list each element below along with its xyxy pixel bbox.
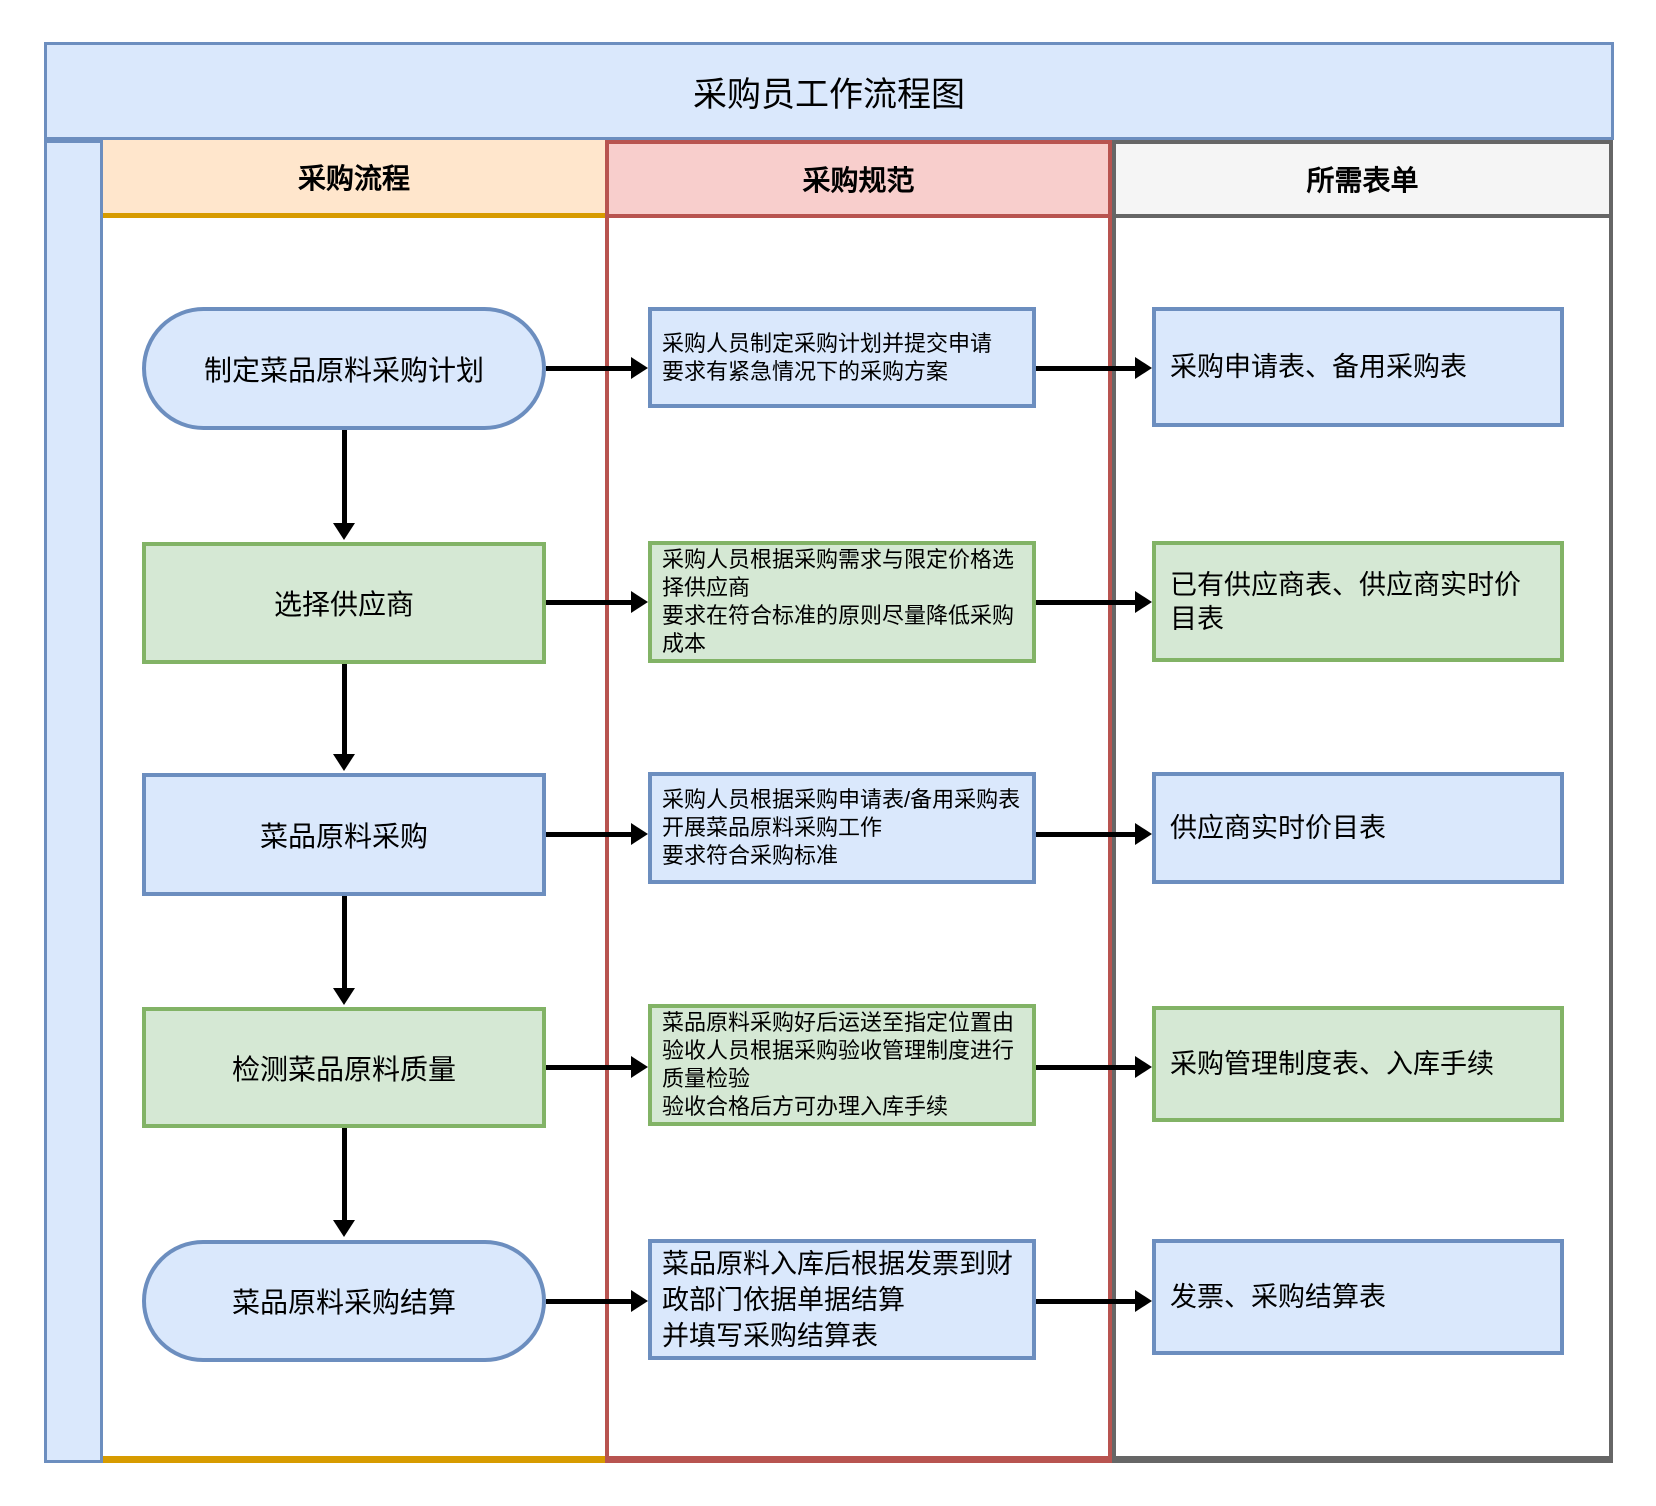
arrow-process1-to-spec1 [546,357,648,379]
spec-box-row1: 采购人员制定采购计划并提交申请 要求有紧急情况下的采购方案 [648,307,1036,408]
form-box-row4: 采购管理制度表、入库手续 [1152,1006,1564,1122]
arrow-row1-to-row2 [333,430,355,540]
lane-header-spec-label: 采购规范 [802,165,915,196]
form-box-row3: 供应商实时价目表 [1152,772,1564,884]
pool-side-strip [44,140,103,1463]
process-node-row1: 制定菜品原料采购计划 [142,307,546,430]
lane-header-form-label: 所需表单 [1306,165,1419,196]
lane-header-process-label: 采购流程 [297,162,410,194]
process-node-row4: 检测菜品原料质量 [142,1007,546,1128]
arrow-row2-to-row3 [333,664,355,771]
form-box-row1: 采购申请表、备用采购表 [1152,307,1564,427]
process-node-row3: 菜品原料采购 [142,773,546,896]
spec-box-row2: 采购人员根据采购需求与限定价格选择供应商 要求在符合标准的原则尽量降低采购成本 [648,541,1036,663]
arrow-spec1-to-form1 [1036,357,1152,379]
lane-header-process: 采购流程 [103,140,605,218]
arrow-process5-to-spec5 [546,1290,648,1312]
arrow-process3-to-spec3 [546,823,648,845]
arrow-process2-to-spec2 [546,591,648,613]
arrow-row3-to-row4 [333,896,355,1005]
arrow-row4-to-row5 [333,1128,355,1237]
lane-header-form: 所需表单 [1116,140,1609,218]
arrow-spec4-to-form4 [1036,1056,1152,1078]
arrow-process4-to-spec4 [546,1056,648,1078]
spec-box-row4: 菜品原料采购好后运送至指定位置由验收人员根据采购验收管理制度进行质量检验 验收合… [648,1004,1036,1126]
form-box-row2: 已有供应商表、供应商实时价目表 [1152,541,1564,662]
process-node-row2: 选择供应商 [142,542,546,664]
lane-header-spec: 采购规范 [609,140,1108,218]
arrow-spec3-to-form3 [1036,823,1152,845]
form-box-row5: 发票、采购结算表 [1152,1239,1564,1355]
diagram-title-bar: 采购员工作流程图 [44,42,1614,140]
arrow-spec5-to-form5 [1036,1290,1152,1312]
diagram-title: 采购员工作流程图 [693,75,965,114]
spec-box-row5: 菜品原料入库后根据发票到财政部门依据单据结算 并填写采购结算表 [648,1239,1036,1360]
spec-box-row3: 采购人员根据采购申请表/备用采购表开展菜品原料采购工作 要求符合采购标准 [648,772,1036,884]
arrow-spec2-to-form2 [1036,591,1152,613]
process-node-row5: 菜品原料采购结算 [142,1240,546,1362]
